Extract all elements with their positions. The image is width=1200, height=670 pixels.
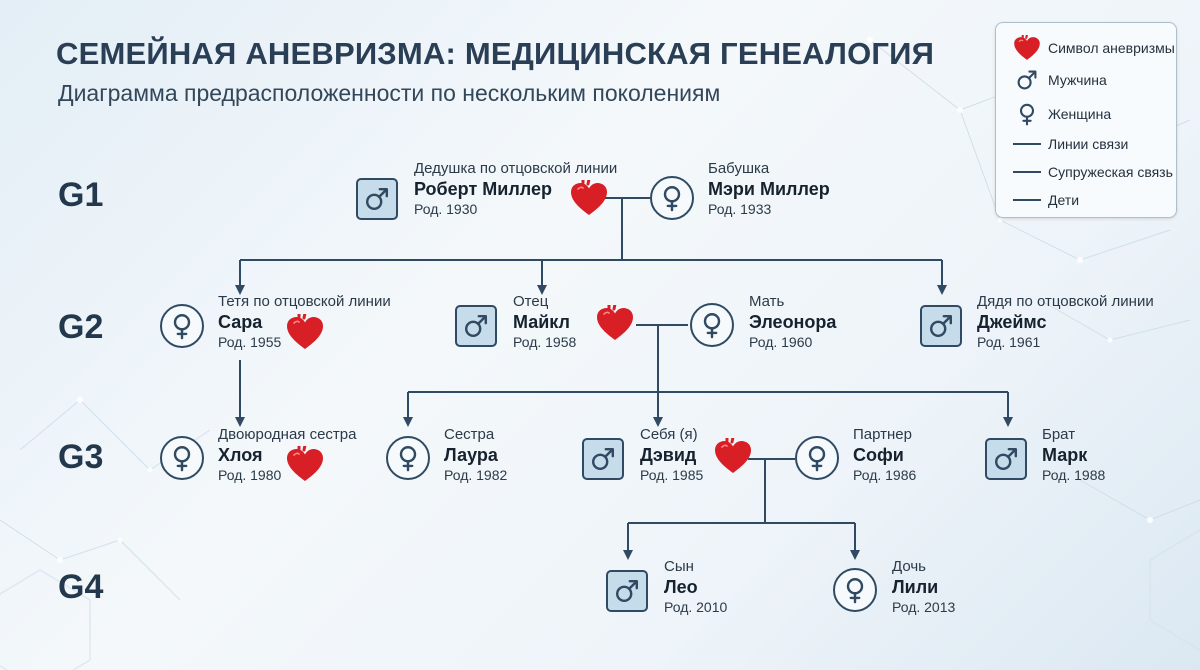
female-symbol-icon — [650, 176, 694, 220]
heart-icon — [712, 434, 754, 476]
person-birth-year: Род. 1958 — [513, 334, 577, 350]
person-name: Сара — [218, 312, 263, 332]
person-birth-year: Род. 1988 — [1042, 467, 1106, 483]
person-birth-year: Род. 1982 — [444, 467, 508, 483]
female-symbol-icon — [160, 304, 204, 348]
person-name: Софи — [853, 445, 904, 465]
female-symbol-icon — [160, 436, 204, 480]
person-role: Дочь — [892, 558, 926, 575]
male-symbol-icon — [606, 570, 648, 612]
heart-icon — [1012, 34, 1042, 61]
legend-item-spouse: Супружеская связь — [996, 159, 1176, 185]
person-birth-year: Род. 1986 — [853, 467, 917, 483]
person-name: Мэри Миллер — [708, 179, 830, 199]
person-name: Лео — [664, 577, 698, 597]
person-birth-year: Род. 1985 — [640, 467, 704, 483]
person-role: Брат — [1042, 426, 1076, 443]
person-name: Лили — [892, 577, 939, 597]
person-role: Сестра — [444, 426, 495, 443]
generation-label-g1: G1 — [58, 176, 104, 214]
person-name: Роберт Миллер — [414, 179, 552, 199]
person-birth-year: Род. 1930 — [414, 201, 478, 217]
female-symbol-icon — [833, 568, 877, 612]
person-role: Мать — [749, 293, 785, 310]
person-birth-year: Род. 1933 — [708, 201, 772, 217]
legend-label: Супружеская связь — [1048, 164, 1173, 180]
person-birth-year: Род. 2010 — [664, 599, 728, 615]
line-icon — [1012, 131, 1042, 157]
male-symbol-icon — [1012, 67, 1042, 93]
female-symbol-icon — [795, 436, 839, 480]
legend-label: Символ аневризмы — [1048, 40, 1175, 56]
person-birth-year: Род. 1980 — [218, 467, 282, 483]
legend-label: Дети — [1048, 192, 1080, 208]
person-name: Лаура — [444, 445, 498, 465]
female-symbol-icon — [386, 436, 430, 480]
person-role: Партнер — [853, 426, 912, 443]
person-name: Майкл — [513, 312, 570, 332]
person-name: Дэвид — [640, 445, 697, 465]
male-symbol-icon — [920, 305, 962, 347]
person-birth-year: Род. 1960 — [749, 334, 813, 350]
legend-item-female: Женщина — [996, 101, 1176, 127]
person-role: Дедушка по отцовской линии — [414, 160, 618, 177]
female-symbol-icon — [690, 303, 734, 347]
generation-label-g4: G4 — [58, 568, 104, 606]
heart-icon — [594, 301, 636, 343]
legend-label: Женщина — [1048, 106, 1112, 122]
line-icon — [1012, 159, 1042, 185]
legend: Символ аневризмы Мужчина Женщина Линии с… — [995, 22, 1177, 218]
page-subtitle: Диаграмма предрасположенности по несколь… — [58, 80, 721, 106]
legend-item-aneurysm: Символ аневризмы — [996, 34, 1176, 61]
heart-icon — [568, 176, 610, 218]
female-symbol-icon — [1012, 101, 1042, 127]
person-role: Отец — [513, 293, 549, 310]
person-role: Двоюродная сестра — [218, 426, 357, 443]
person-name: Джеймс — [977, 312, 1047, 332]
page-title: СЕМЕЙНАЯ АНЕВРИЗМА: МЕДИЦИНСКАЯ ГЕНЕАЛОГ… — [56, 36, 935, 71]
person-birth-year: Род. 1955 — [218, 334, 282, 350]
person-birth-year: Род. 1961 — [977, 334, 1041, 350]
male-symbol-icon — [455, 305, 497, 347]
person-birth-year: Род. 2013 — [892, 599, 956, 615]
person-role: Сын — [664, 558, 694, 575]
male-symbol-icon — [582, 438, 624, 480]
heart-icon — [284, 442, 326, 484]
person-name: Марк — [1042, 445, 1088, 465]
person-role: Дядя по отцовской линии — [977, 293, 1154, 310]
person-role: Тетя по отцовской линии — [218, 293, 391, 310]
legend-label: Мужчина — [1048, 72, 1107, 88]
male-symbol-icon — [356, 178, 398, 220]
legend-item-children: Дети — [996, 187, 1176, 213]
legend-item-links: Линии связи — [996, 131, 1176, 157]
generation-label-g2: G2 — [58, 308, 104, 346]
legend-label: Линии связи — [1048, 136, 1129, 152]
person-role: Себя (я) — [640, 426, 698, 443]
person-name: Элеонора — [749, 312, 837, 332]
heart-icon — [284, 310, 326, 352]
male-symbol-icon — [985, 438, 1027, 480]
generation-label-g3: G3 — [58, 438, 104, 476]
legend-item-male: Мужчина — [996, 67, 1176, 93]
person-name: Хлоя — [218, 445, 263, 465]
line-icon — [1012, 187, 1042, 213]
person-role: Бабушка — [708, 160, 770, 177]
